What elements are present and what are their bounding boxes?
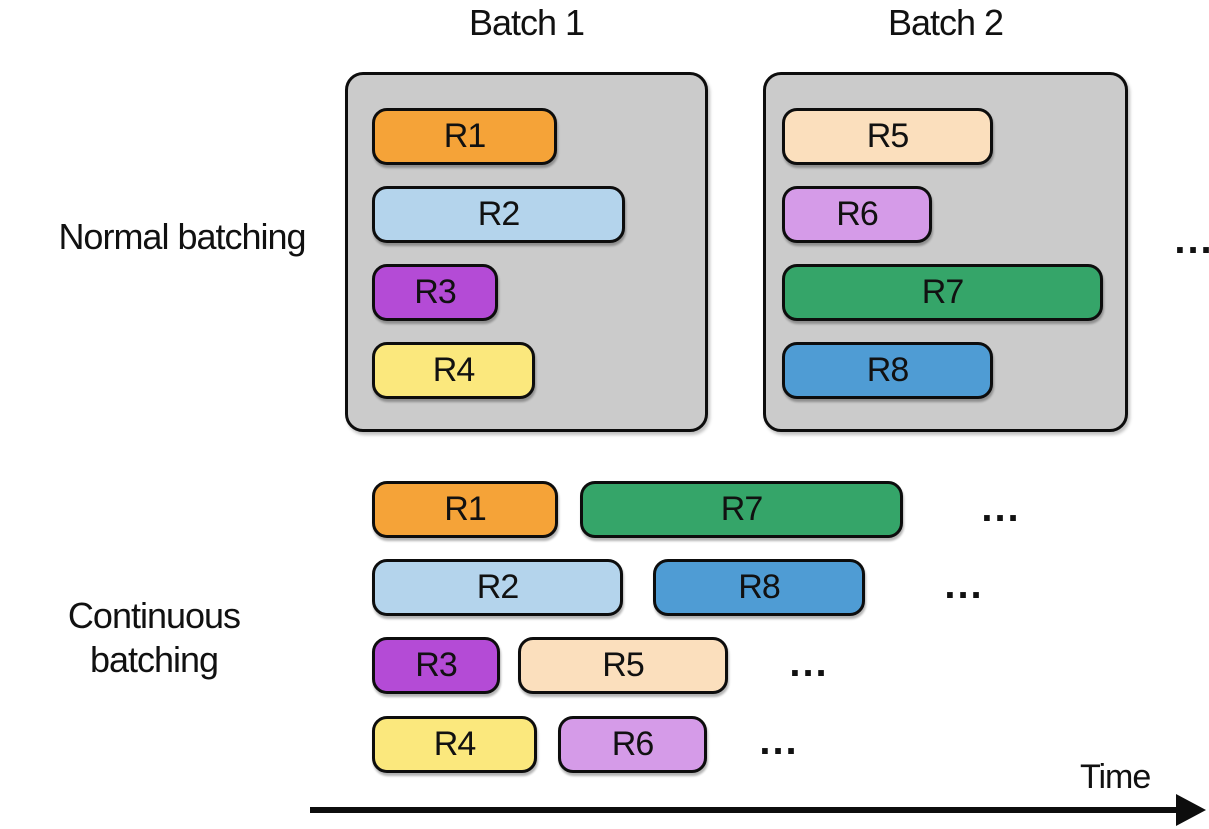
request-pill-r1-continuous-row1: R1 — [372, 481, 558, 538]
continuous-batching-label: Continuous batching — [67, 595, 241, 680]
normal-batching-label: Normal batching — [58, 216, 306, 257]
ellipsis-after-batch2: ... — [1174, 218, 1209, 262]
request-pill-r6-batch2: R6 — [782, 186, 932, 243]
request-pill-r3-batch1: R3 — [372, 264, 498, 321]
batch-1-title: Batch 1 — [468, 2, 585, 43]
request-pill-r5-continuous-row3: R5 — [518, 637, 728, 694]
request-pill-r6-continuous-row4: R6 — [558, 716, 707, 773]
request-pill-r7-continuous-row1: R7 — [580, 481, 903, 538]
request-pill-r2-continuous-row2: R2 — [372, 559, 623, 616]
request-pill-r4-continuous-row4: R4 — [372, 716, 537, 773]
request-pill-r8-batch2: R8 — [782, 342, 993, 399]
ellipsis-after-continuous-row2: ... — [944, 563, 984, 607]
request-pill-r3-continuous-row3: R3 — [372, 637, 500, 694]
request-pill-r7-batch2: R7 — [782, 264, 1103, 321]
request-pill-r4-batch1: R4 — [372, 342, 535, 399]
time-label: Time — [1080, 758, 1151, 796]
ellipsis-after-continuous-row3: ... — [789, 641, 829, 685]
request-pill-r1-batch1: R1 — [372, 108, 557, 165]
request-pill-r8-continuous-row2: R8 — [653, 559, 865, 616]
request-pill-r5-batch2: R5 — [782, 108, 993, 165]
ellipsis-after-continuous-row4: ... — [759, 719, 799, 763]
ellipsis-after-continuous-row1: ... — [981, 486, 1021, 530]
request-pill-r2-batch1: R2 — [372, 186, 625, 243]
time-axis-line — [310, 807, 1180, 813]
batch-2-title: Batch 2 — [887, 2, 1004, 43]
time-axis-arrowhead-icon — [1176, 794, 1206, 826]
